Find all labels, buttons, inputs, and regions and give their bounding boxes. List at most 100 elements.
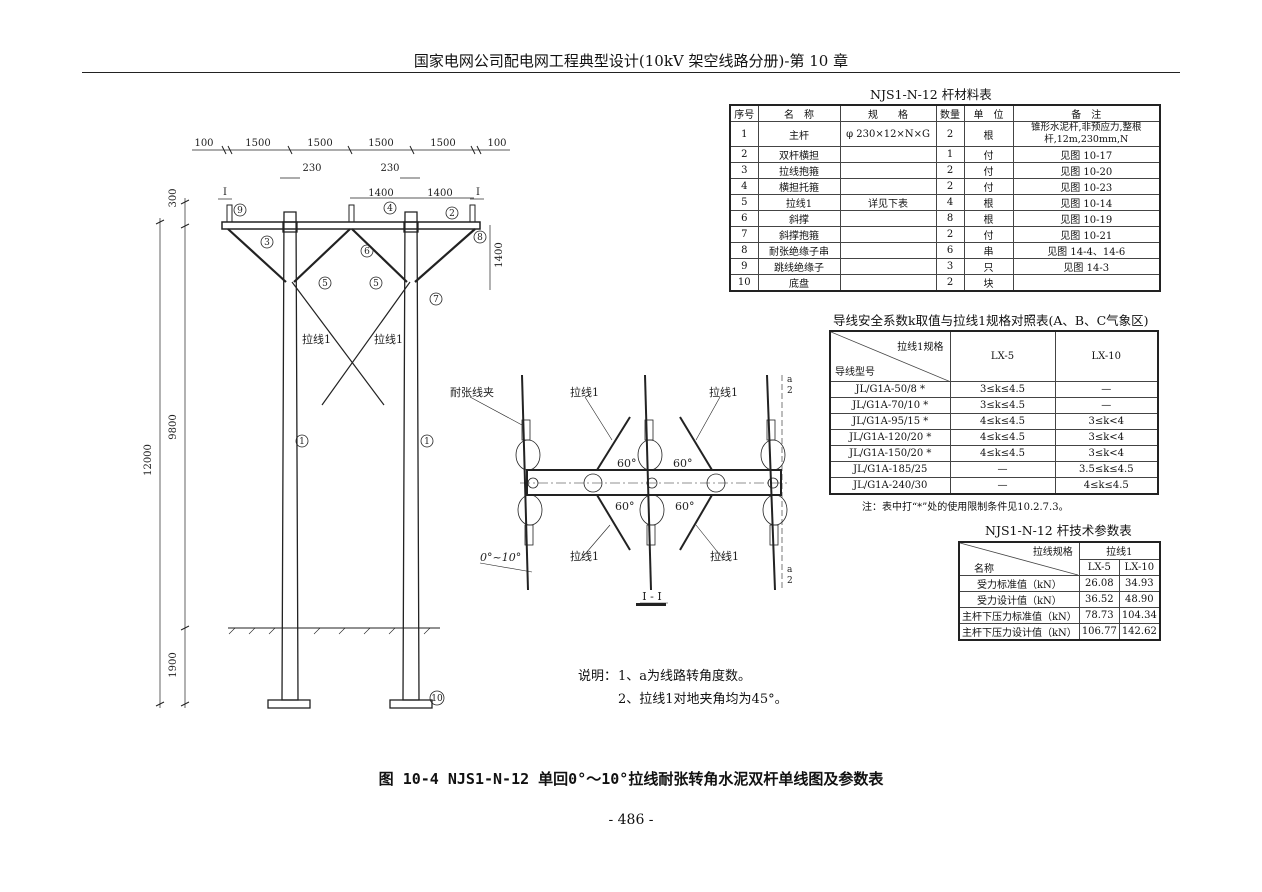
angle-label: 60°	[615, 500, 635, 513]
callout-number: 7	[433, 295, 439, 305]
table-cell: 4≤k≤4.5	[949, 444, 1056, 462]
callouts	[233, 201, 487, 706]
table-cell: 3	[729, 162, 759, 179]
table-cell: 26.08	[1078, 575, 1120, 592]
table-cell: 6	[935, 242, 965, 259]
table-cell: 横担托箍	[757, 178, 841, 195]
table-cell: —	[1054, 396, 1159, 414]
callout-number: 5	[373, 279, 379, 289]
header-cell: 备 注	[1012, 104, 1161, 122]
dim-label: 1900	[168, 652, 179, 677]
table-cell: 根	[963, 210, 1014, 227]
table-cell: 3≤k<4	[1054, 412, 1159, 430]
half-angle-num: a	[787, 565, 793, 575]
table-cell: 104.34	[1118, 607, 1161, 624]
table-cell: 3≤k<4	[1054, 428, 1159, 446]
header-cell: 名 称	[757, 104, 841, 122]
table-row: JL/G1A-185/25—3.5≤k≤4.5	[829, 460, 1159, 478]
dim-label: 1500	[430, 138, 455, 149]
note-item: 2、拉线1对地夹角均为45°。	[618, 692, 788, 707]
table-cell: 跳线绝缘子	[757, 258, 841, 275]
table-cell: 见图 10-21	[1012, 226, 1161, 243]
table-cell	[839, 162, 937, 179]
braces	[227, 228, 476, 283]
table-cell: 锥形水泥杆,非预应力,整根杆,12m,230mm,N	[1012, 121, 1161, 147]
k-table-title: 导线安全系数k取值与拉线1规格对照表(A、B、C气象区)	[833, 313, 1149, 328]
half-angle-den: 2	[787, 386, 793, 396]
guy-label: 拉线1	[709, 385, 738, 399]
dim-label: 1400	[427, 188, 452, 199]
table-cell: —	[949, 460, 1056, 478]
callout-number: 1	[299, 437, 305, 447]
table-cell: 拉线抱箍	[757, 162, 841, 179]
table-cell: 见图 10-23	[1012, 178, 1161, 195]
table-cell: 9	[729, 258, 759, 275]
table-cell: 34.93	[1118, 575, 1161, 592]
callout-number: 2	[449, 209, 455, 219]
table-cell: 4	[729, 178, 759, 195]
table-cell: 详见下表	[839, 194, 937, 211]
table-cell	[839, 146, 937, 163]
notes-lead: 说明：	[578, 669, 618, 684]
table-cell: 主杆	[757, 121, 841, 147]
table-row: JL/G1A-70/10 *3≤k≤4.5—	[829, 396, 1159, 414]
table-cell: 48.90	[1118, 591, 1161, 608]
section-view	[469, 374, 790, 606]
table-cell: 3≤k≤4.5	[949, 380, 1056, 398]
corner-cell: 拉线1规格 导线型号	[829, 330, 951, 382]
table-cell: 见图 14-3	[1012, 258, 1161, 275]
table-cell: 1	[729, 121, 759, 147]
group-header: 拉线1	[1078, 541, 1161, 560]
callout-number: 4	[387, 204, 393, 214]
params-table-title: NJS1-N-12 杆技术参数表	[985, 523, 1132, 538]
table-cell: 4≤k≤4.5	[949, 412, 1056, 430]
table-cell: 36.52	[1078, 591, 1120, 608]
table-cell: —	[949, 476, 1056, 494]
k-factor-table: 拉线1规格 导线型号 LX-5 LX-10 JL/G1A-50/8 *3≤k≤4…	[829, 330, 1159, 495]
header-cell: 数量	[935, 104, 965, 122]
guy-label: 拉线1	[710, 549, 739, 563]
table-cell: 根	[963, 121, 1014, 147]
callout-number: 8	[477, 233, 483, 243]
dim-label: 300	[168, 188, 179, 207]
header-cell: LX-5	[1078, 558, 1120, 576]
main-poles	[267, 211, 433, 709]
table-cell: 2	[935, 121, 965, 147]
corner-cell: 拉线规格 名称	[958, 541, 1080, 576]
angle-label: 60°	[675, 500, 695, 513]
dim-label: 1500	[368, 138, 393, 149]
table-cell: JL/G1A-185/25	[829, 460, 951, 478]
table-cell: 受力设计值（kN）	[958, 591, 1080, 608]
table-cell: 106.77	[1078, 623, 1120, 641]
angle-label: 60°	[673, 457, 693, 470]
callout-number: 9	[237, 206, 243, 216]
table-cell: 双杆横担	[757, 146, 841, 163]
table-cell: 只	[963, 258, 1014, 275]
dim-label: 1400	[494, 242, 505, 267]
guy-label: 拉线1	[570, 385, 599, 399]
corner-top-label: 拉线1规格	[897, 342, 944, 354]
table-cell: 斜撑	[757, 210, 841, 227]
table-cell: JL/G1A-240/30	[829, 476, 951, 494]
header-divider	[82, 72, 1180, 73]
dim-label: 100	[194, 138, 213, 149]
dim-label: 230	[380, 163, 399, 174]
table-cell	[1012, 274, 1161, 292]
table-cell: 底盘	[757, 274, 841, 292]
header-cell: 规 格	[839, 104, 937, 122]
table-row: JL/G1A-50/8 *3≤k≤4.5—	[829, 380, 1159, 398]
header-cell: 序号	[729, 104, 759, 122]
table-cell: 见图 10-19	[1012, 210, 1161, 227]
corner-bottom-label: 名称	[974, 564, 994, 575]
angle-label: 60°	[617, 457, 637, 470]
